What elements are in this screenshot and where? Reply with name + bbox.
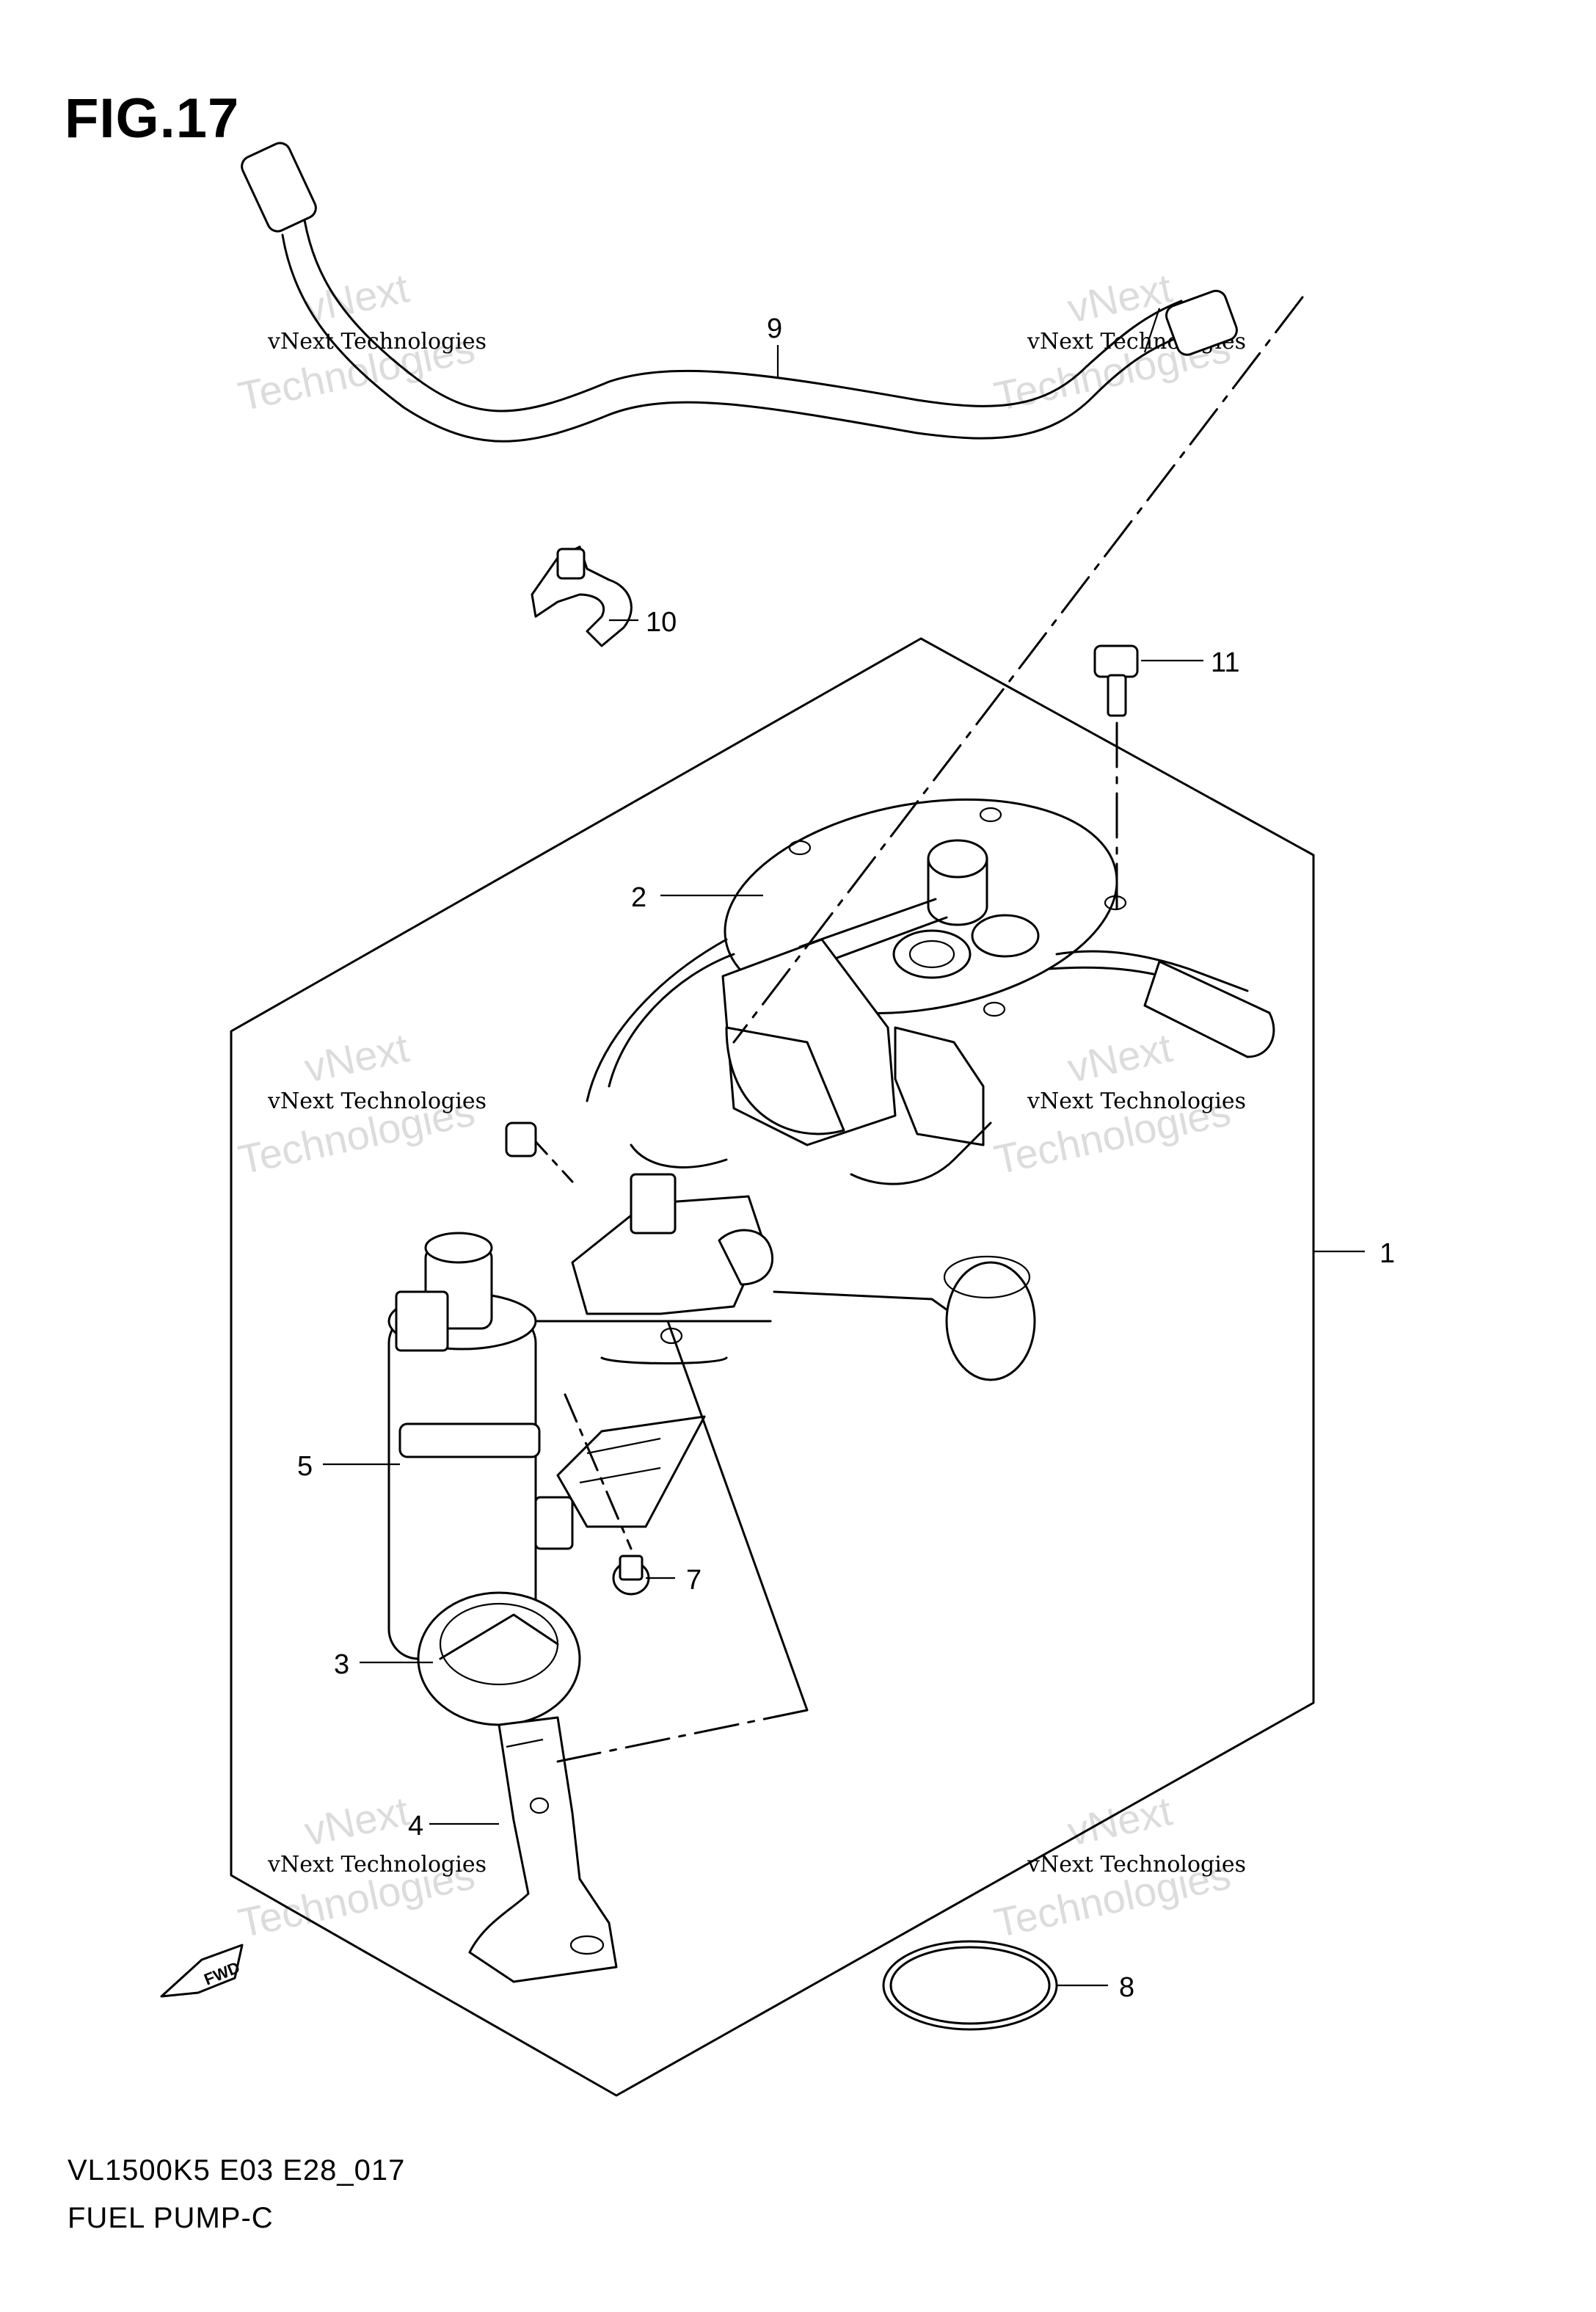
watermark-top-right: vNext Technologies vNext Technologies xyxy=(990,264,1246,419)
svg-text:vNext Technologies: vNext Technologies xyxy=(1027,1852,1246,1877)
callout-1: 1 xyxy=(1380,1238,1395,1269)
callout-4: 4 xyxy=(408,1811,423,1842)
svg-text:vNext Technologies: vNext Technologies xyxy=(267,1088,487,1114)
svg-text:vNext: vNext xyxy=(1063,1024,1176,1091)
fwd-direction-badge: FWD xyxy=(160,1944,244,1998)
assembly-boundary xyxy=(230,637,1315,2097)
callout-9: 9 xyxy=(767,313,782,344)
fuel-filter xyxy=(556,1415,706,1528)
watermark-mid-right: vNext Technologies vNext Technologies xyxy=(990,1024,1246,1182)
callout-3: 3 xyxy=(334,1649,349,1680)
callout-5: 5 xyxy=(297,1451,313,1482)
part-2-pump-assembly xyxy=(571,798,1275,1364)
leader-lines xyxy=(323,345,1365,1987)
figure-code: VL1500K5 E03 E28_017 xyxy=(68,2154,406,2186)
callout-2: 2 xyxy=(631,882,646,913)
svg-text:vNext Technologies: vNext Technologies xyxy=(267,1852,487,1877)
svg-text:vNext Technologies: vNext Technologies xyxy=(1027,1088,1246,1114)
callout-10: 10 xyxy=(646,607,677,638)
part-8-o-ring xyxy=(882,1940,1058,2031)
svg-text:vNext: vNext xyxy=(300,1787,413,1854)
connector-fitting xyxy=(505,1122,537,1157)
callout-11: 11 xyxy=(1211,647,1239,678)
figure-title: FIG.17 xyxy=(65,87,240,150)
svg-text:vNext Technologies: vNext Technologies xyxy=(267,329,487,355)
svg-text:vNext: vNext xyxy=(1063,264,1176,331)
callout-labels: 1 2 3 4 5 7 8 9 10 11 xyxy=(297,313,1395,2003)
watermark-bottom-left: vNext Technologies vNext Technologies xyxy=(234,1787,487,1946)
part-9-fuel-hose xyxy=(241,142,1238,443)
watermark-mid-left: vNext Technologies vNext Technologies xyxy=(234,1024,487,1182)
part-3-pump-holder xyxy=(417,1591,581,1726)
part-5-fuel-pump xyxy=(387,1232,574,1660)
watermark-top-left: vNext Technologies vNext Technologies xyxy=(234,264,487,419)
callout-8: 8 xyxy=(1119,1972,1134,2003)
watermark-bottom-right: vNext Technologies vNext Technologies xyxy=(990,1787,1246,1946)
part-4-bracket xyxy=(468,1716,618,1983)
float-and-arm xyxy=(773,1255,1036,1381)
figure-name: FUEL PUMP-C xyxy=(68,2202,274,2234)
callout-7: 7 xyxy=(686,1565,702,1596)
part-10-clamp xyxy=(531,545,633,647)
svg-text:vNext: vNext xyxy=(300,1024,413,1091)
part-7-screw xyxy=(564,1393,650,1596)
svg-text:vNext: vNext xyxy=(1063,1787,1176,1854)
alignment-lines xyxy=(531,296,1304,1763)
